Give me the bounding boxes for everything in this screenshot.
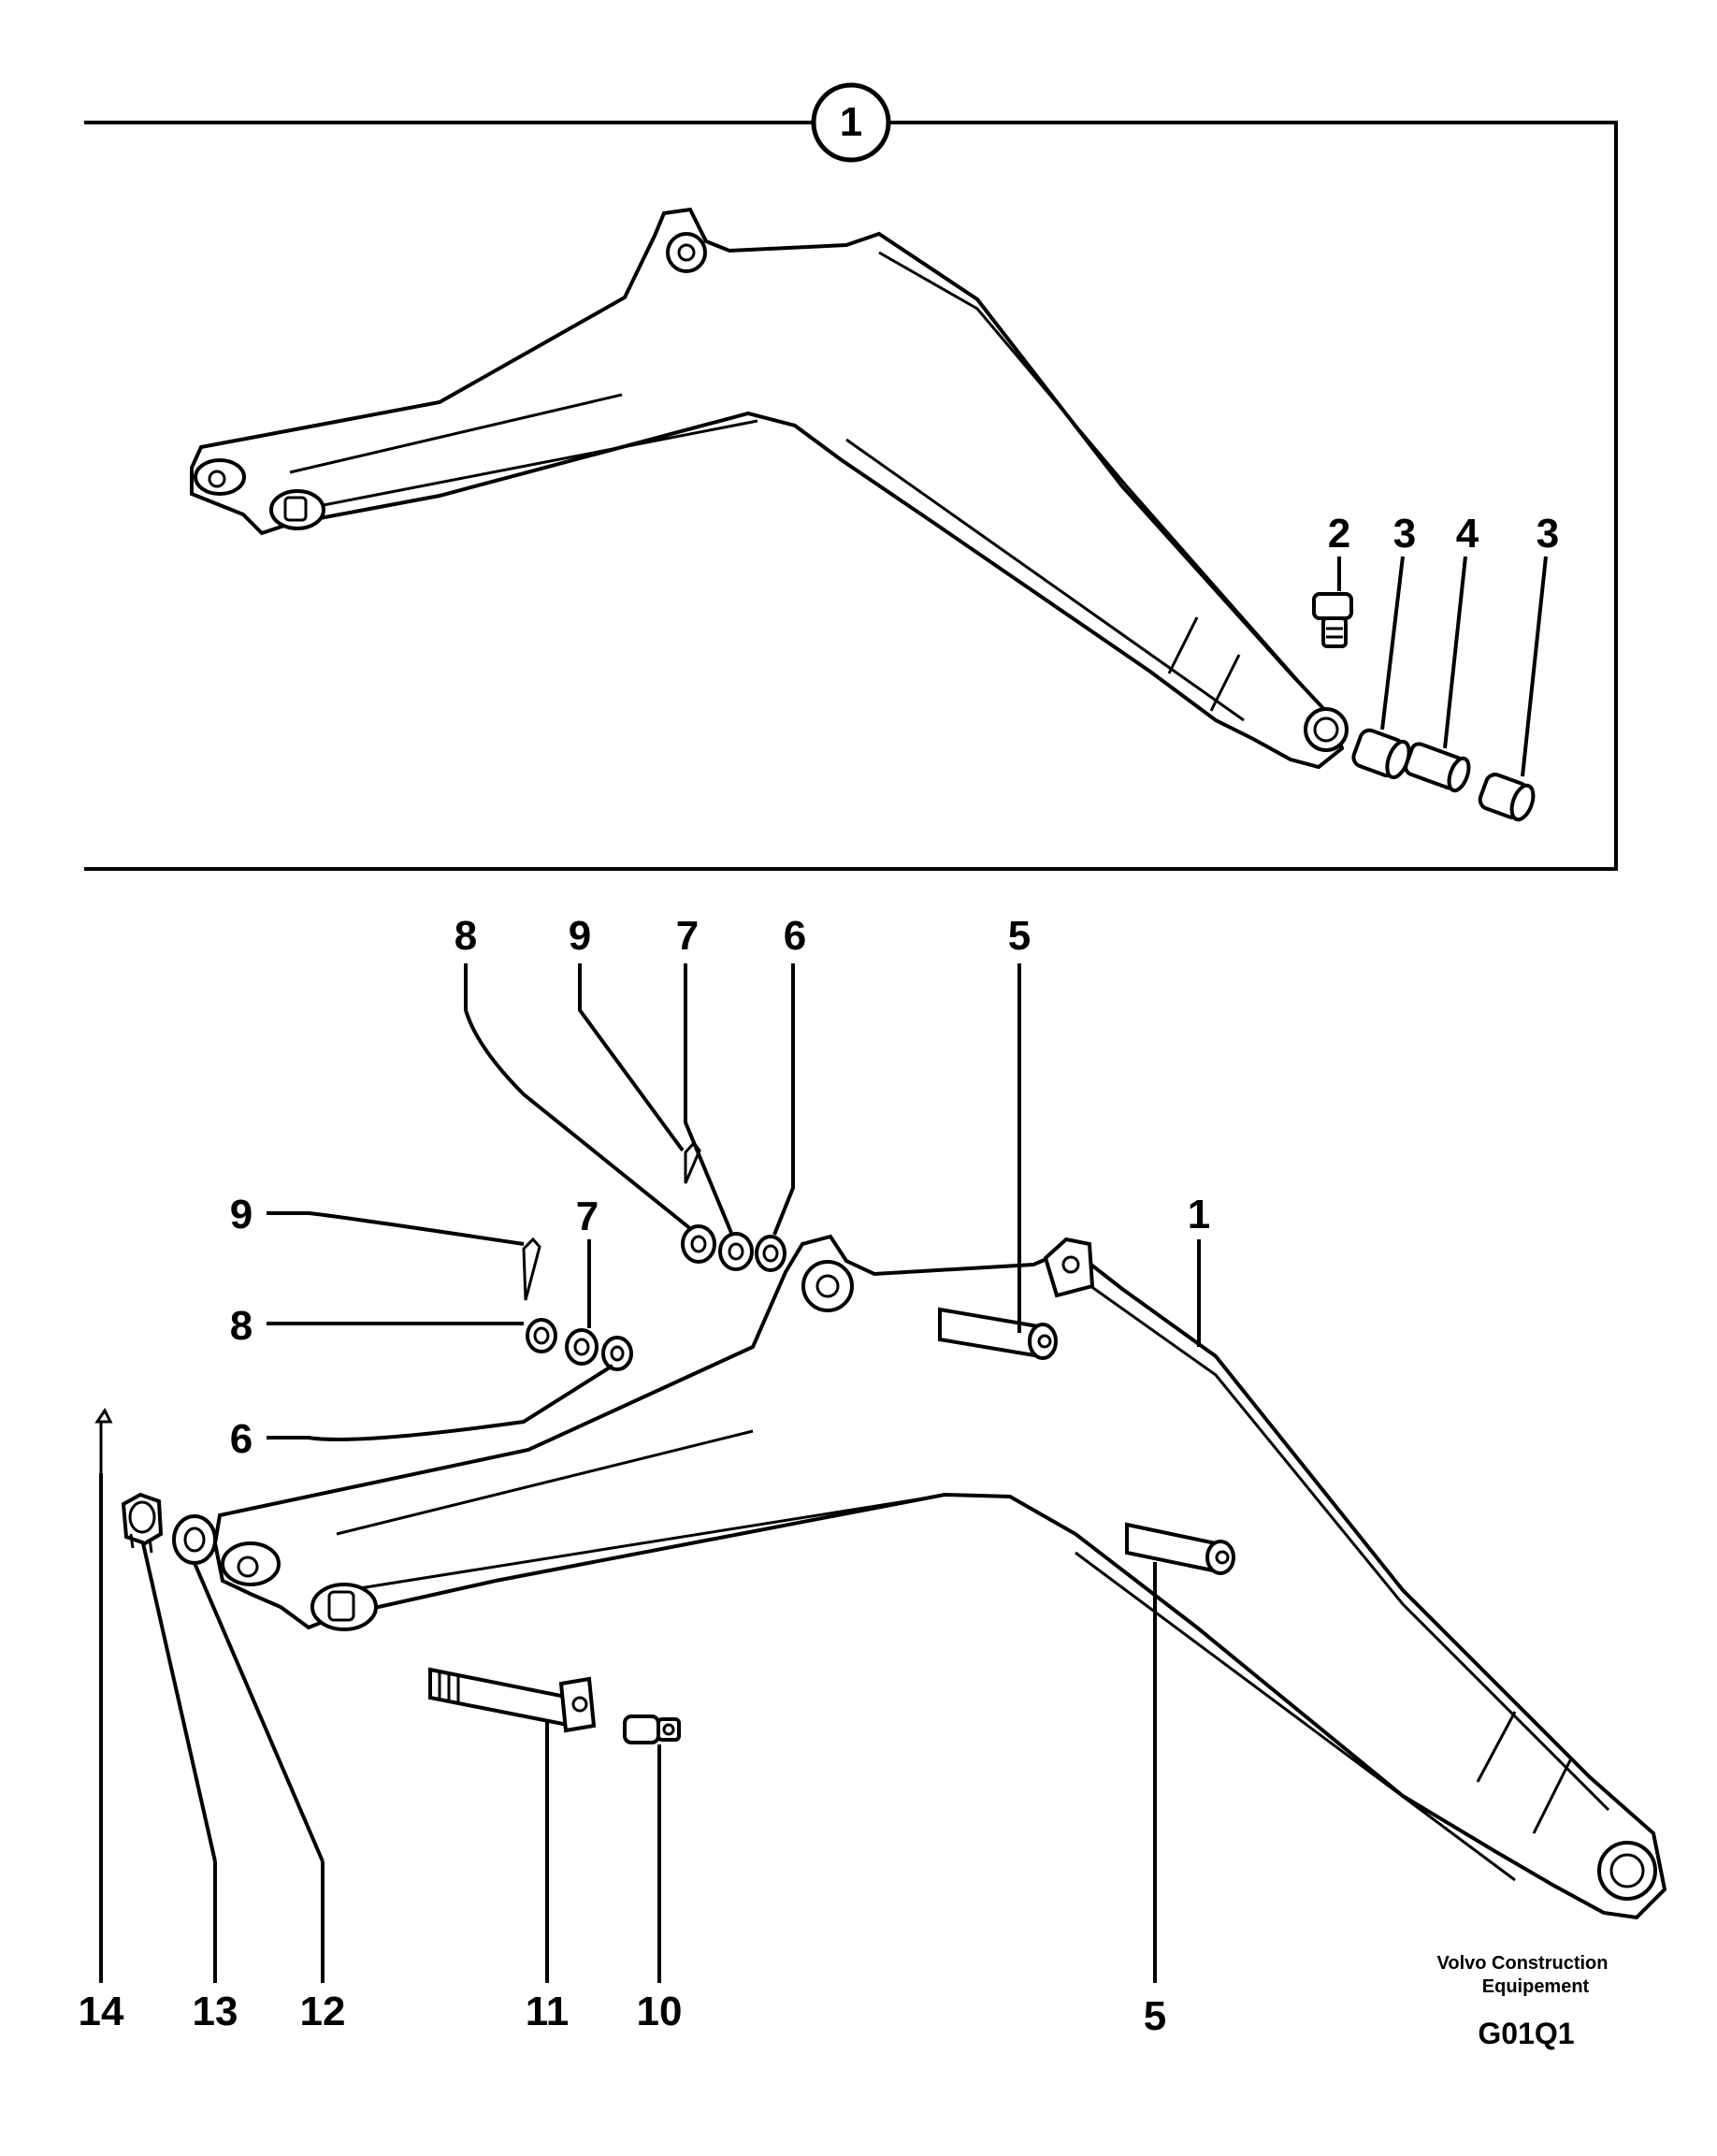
grease-nipple-straight	[623, 1715, 681, 1744]
inset-frame: 1	[84, 82, 1618, 871]
callout-3-inset-right: 3	[1537, 511, 1559, 557]
manufacturer-line1: Volvo Construction	[1437, 1953, 1609, 1974]
callout-3-inset-left: 3	[1393, 511, 1416, 557]
callout-8-top: 8	[454, 913, 477, 959]
callout-9-middle: 9	[230, 1192, 252, 1237]
main-boom-body	[212, 1234, 1667, 1920]
inset-boom-edge	[878, 251, 1302, 684]
callout-8-middle: 8	[230, 1303, 252, 1349]
cotter-pin-upper	[684, 1140, 701, 1184]
washer-8-upper	[681, 1224, 716, 1264]
inset-lug-upper	[194, 458, 246, 496]
manufacturer-line2: Equipement	[1482, 1976, 1590, 1997]
pin-upper	[938, 963, 1058, 1360]
split-pin	[94, 1408, 113, 1473]
cotter-pin-middle	[522, 1237, 541, 1301]
callout-12: 12	[300, 1989, 346, 2034]
inset-ref-number: 1	[840, 99, 862, 145]
callout-9-top: 9	[569, 913, 591, 959]
washer-7-upper	[718, 1232, 754, 1271]
inset-boom-body	[190, 207, 1345, 770]
main-boom-top-lug	[1043, 1237, 1095, 1298]
callout-5-bottom: 5	[1144, 1993, 1166, 2039]
castle-nut	[121, 1492, 164, 1554]
washer-8-middle	[526, 1318, 557, 1353]
callout-5-top: 5	[1008, 913, 1031, 959]
callout-7-top: 7	[676, 913, 699, 959]
pivot-pin	[428, 1667, 597, 1733]
drawing-code: G01Q1	[1478, 2017, 1574, 2050]
main-boom-edge	[1070, 1270, 1610, 1812]
main-boom-rail	[336, 1429, 1516, 1882]
callout-14: 14	[79, 1989, 124, 2034]
inset-boom	[190, 207, 1349, 770]
main-lug-upper	[221, 1541, 281, 1586]
main-end-bore	[1597, 1841, 1657, 1901]
washer-12	[172, 1514, 217, 1565]
lower-hardware	[94, 1408, 681, 1983]
inset-boom-eye	[666, 232, 707, 273]
middle-hardware	[267, 1211, 633, 1441]
callout-7-middle: 7	[576, 1194, 599, 1239]
grease-nipple-angled	[1312, 557, 1353, 648]
washer-6-upper	[755, 1235, 786, 1272]
footer: Volvo Construction Equipement G01Q1	[1437, 1953, 1609, 2050]
bushing-right	[1478, 556, 1548, 822]
callout-10: 10	[637, 1989, 683, 2034]
callout-11: 11	[526, 1989, 570, 2034]
washer-7-middle	[565, 1328, 599, 1366]
inset-ref-circle	[811, 82, 891, 163]
callout-2: 2	[1328, 511, 1350, 557]
inset-boom-rail	[289, 393, 1245, 722]
washer-6-middle	[601, 1336, 633, 1371]
main-boom-eye	[801, 1260, 854, 1312]
main-callouts: 8 9 7 6 5 9 7 8 6 1 14 13 12 11 10 5	[79, 913, 1211, 2039]
sleeve	[1404, 556, 1471, 793]
callout-13: 13	[193, 1989, 238, 2034]
inset-parts	[1312, 556, 1548, 822]
pin-lower	[1125, 1522, 1235, 1983]
bushing-left	[1351, 556, 1411, 780]
callout-4: 4	[1456, 511, 1479, 557]
main-boom	[212, 1234, 1667, 1920]
callout-1-main: 1	[1188, 1192, 1210, 1237]
inset-callouts: 2 3 4 3	[1328, 511, 1559, 557]
callout-6-middle: 6	[230, 1416, 252, 1462]
callout-6-top: 6	[784, 913, 806, 959]
upper-hardware	[464, 963, 795, 1272]
inset-end-bore	[1304, 707, 1349, 752]
